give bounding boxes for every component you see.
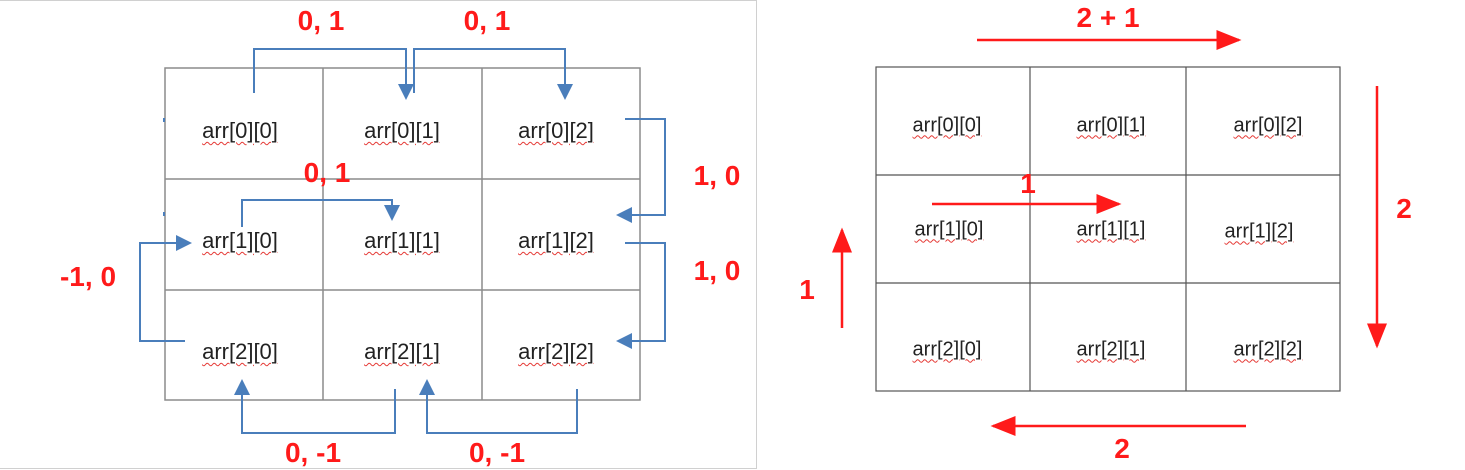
left-cell-1-1: arr[1][1] [364,228,440,253]
arrow-20-to-10 [139,235,192,342]
arrow-01-to-02 [413,48,573,100]
right-label-top: 2 + 1 [1076,2,1140,33]
left-label-bottom-a: 0, -1 [284,437,342,468]
left-cell-0-0: arr[0][0] [202,118,278,143]
left-label-top-b: 0, 1 [463,5,511,36]
left-cell-0-1: arr[0][1] [364,118,440,143]
left-cell-2-0: arr[2][0] [202,339,278,364]
right-cell-2-1: arr[2][1] [1076,338,1146,361]
right-cell-1-0: arr[1][0] [914,218,984,241]
left-label-bottom-b: 0, -1 [468,437,526,468]
arrow-22-to-21 [419,379,578,434]
right-diagram: arr[0][0] arr[0][1] arr[0][2] arr[1][0] … [757,0,1465,469]
left-diagram: arr[0][0] arr[0][1] arr[0][2] arr[1][0] … [0,0,757,469]
arrow-02-to-12 [616,118,666,223]
right-label-bottom: 2 [1114,433,1130,464]
right-cell-2-0: arr[2][0] [912,338,982,361]
arrow-10-to-11 [241,199,400,227]
right-diagram-lines [832,30,1387,436]
arrow-00-to-01 [253,48,414,100]
left-label-left: -1, 0 [59,261,117,292]
right-label-left: 1 [799,274,815,305]
right-cell-0-0: arr[0][0] [912,114,982,137]
left-diagram-lines [139,48,666,434]
left-label-right-a: 1, 0 [693,160,741,191]
left-grid [164,67,641,401]
left-cell-2-1: arr[2][1] [364,339,440,364]
arrow-21-to-20 [234,379,396,434]
right-cell-1-1: arr[1][1] [1076,218,1146,241]
left-cell-1-0: arr[1][0] [202,228,278,253]
left-cell-0-2: arr[0][2] [518,118,594,143]
left-blue-arrows [139,48,666,434]
left-cell-2-2: arr[2][2] [518,339,594,364]
left-label-mid: 0, 1 [303,157,351,188]
right-cell-2-2: arr[2][2] [1233,338,1303,361]
left-label-right-b: 1, 0 [693,255,741,286]
right-grid [875,66,1341,392]
right-red-arrows [832,30,1387,436]
right-cell-1-2: arr[1][2] [1224,220,1294,243]
right-cell-0-2: arr[0][2] [1233,114,1303,137]
right-label-right: 2 [1396,193,1412,224]
left-label-top-a: 0, 1 [297,5,345,36]
arrow-12-to-22 [616,242,666,349]
right-label-center: 1 [1020,168,1036,199]
left-cell-1-2: arr[1][2] [518,228,594,253]
right-cell-0-1: arr[0][1] [1076,114,1146,137]
